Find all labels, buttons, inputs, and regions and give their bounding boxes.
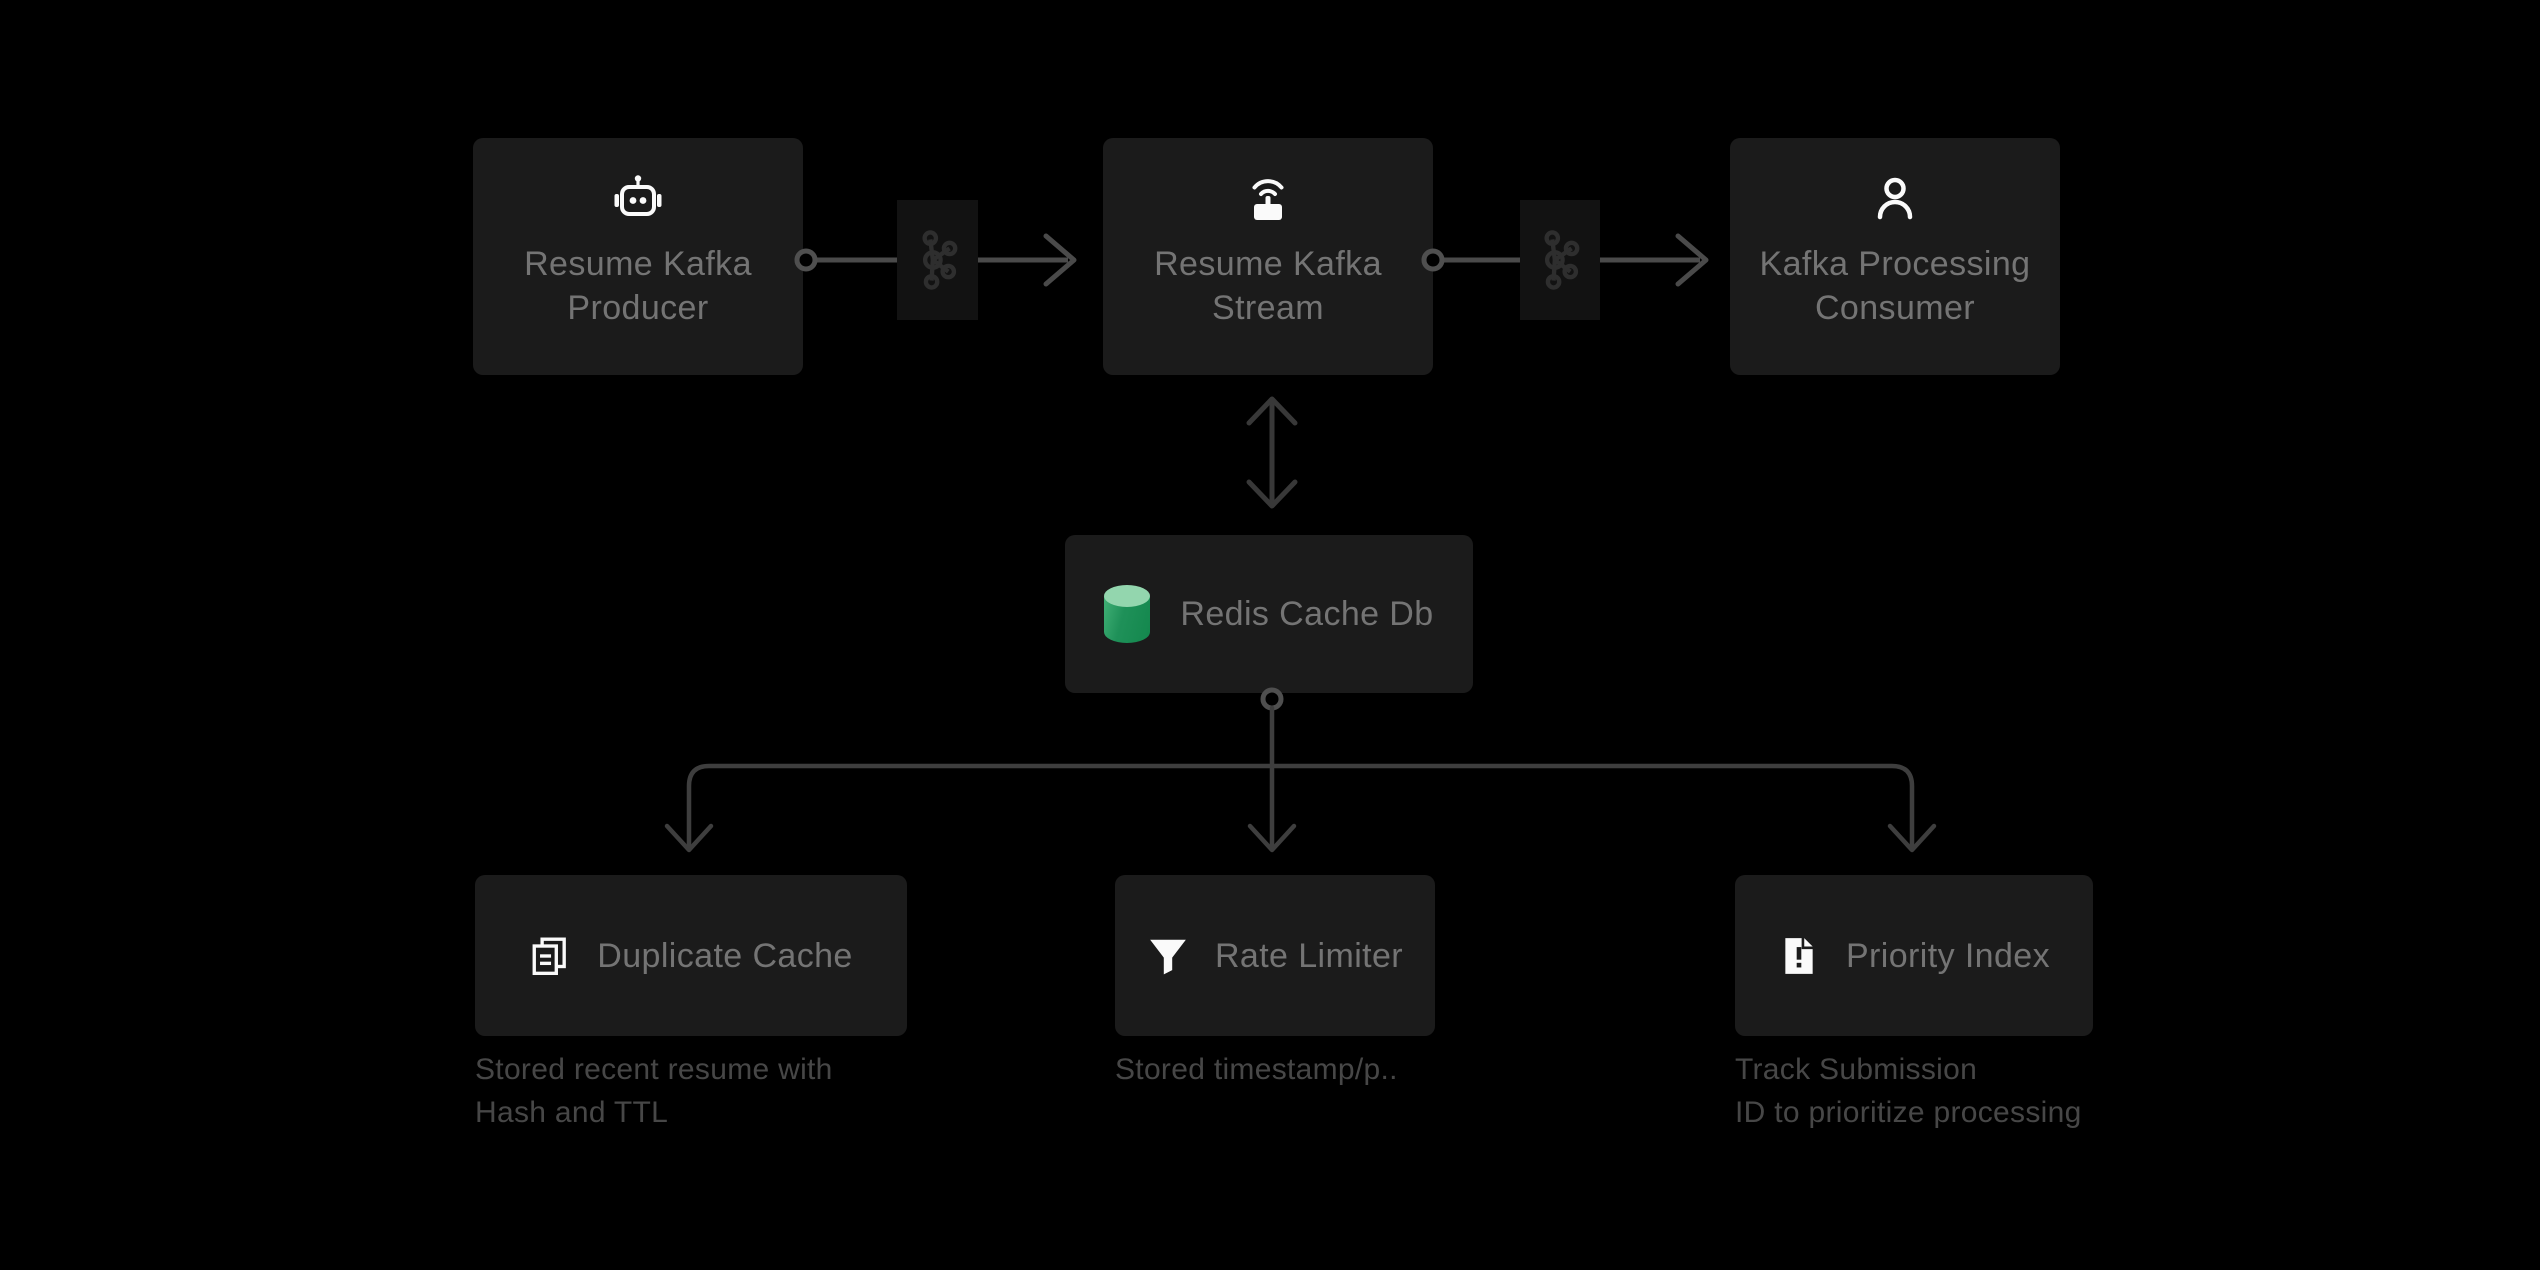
node-rate-limiter[interactable]: Rate Limiter (1115, 875, 1435, 1036)
database-cylinder-icon (1104, 585, 1151, 643)
node-label: Rate Limiter (1214, 936, 1404, 975)
caption-line: ID to prioritize processing (1735, 1096, 2082, 1129)
kafka-edge-tile-1 (897, 200, 978, 320)
kafka-logo-icon (921, 230, 957, 290)
node-duplicate-cache[interactable]: Duplicate Cache (475, 875, 907, 1036)
caption-rate-limiter: Stored timestamp/p.. (1115, 1048, 1398, 1091)
node-redis-cache-db[interactable]: Redis Cache Db (1065, 535, 1473, 693)
broadcast-icon (1240, 172, 1296, 228)
alert-document-icon (1778, 935, 1820, 977)
node-resume-kafka-stream[interactable]: Resume Kafka Stream (1103, 138, 1433, 375)
node-resume-kafka-producer[interactable]: Resume Kafka Producer (473, 138, 803, 375)
node-label: Resume Kafka Stream (1154, 245, 1382, 327)
person-icon (1867, 172, 1923, 228)
copy-icon (529, 935, 571, 977)
robot-icon (610, 172, 666, 228)
kafka-logo-icon (1544, 230, 1580, 290)
node-label: Priority Index (1845, 936, 2050, 975)
node-label: Resume Kafka Producer (524, 245, 752, 327)
caption-line: Track Submission (1735, 1053, 1978, 1086)
filter-funnel-icon (1147, 935, 1189, 977)
node-label: Duplicate Cache (597, 936, 853, 975)
caption-line: Stored timestamp/p.. (1115, 1053, 1398, 1086)
edge-redis-branches (664, 687, 1937, 853)
caption-duplicate-cache: Stored recent resume with Hash and TTL (475, 1048, 833, 1134)
caption-priority-index: Track Submission ID to prioritize proces… (1735, 1048, 2082, 1134)
node-priority-index[interactable]: Priority Index (1735, 875, 2093, 1036)
caption-line: Stored recent resume with (475, 1053, 833, 1086)
node-kafka-processing-consumer[interactable]: Kafka Processing Consumer (1730, 138, 2060, 375)
node-label: Kafka Processing Consumer (1759, 245, 2031, 327)
kafka-edge-tile-2 (1520, 200, 1600, 320)
caption-line: Hash and TTL (475, 1096, 669, 1129)
edge-stream-redis-bidirectional (1246, 396, 1298, 509)
node-label: Redis Cache Db (1180, 595, 1434, 633)
